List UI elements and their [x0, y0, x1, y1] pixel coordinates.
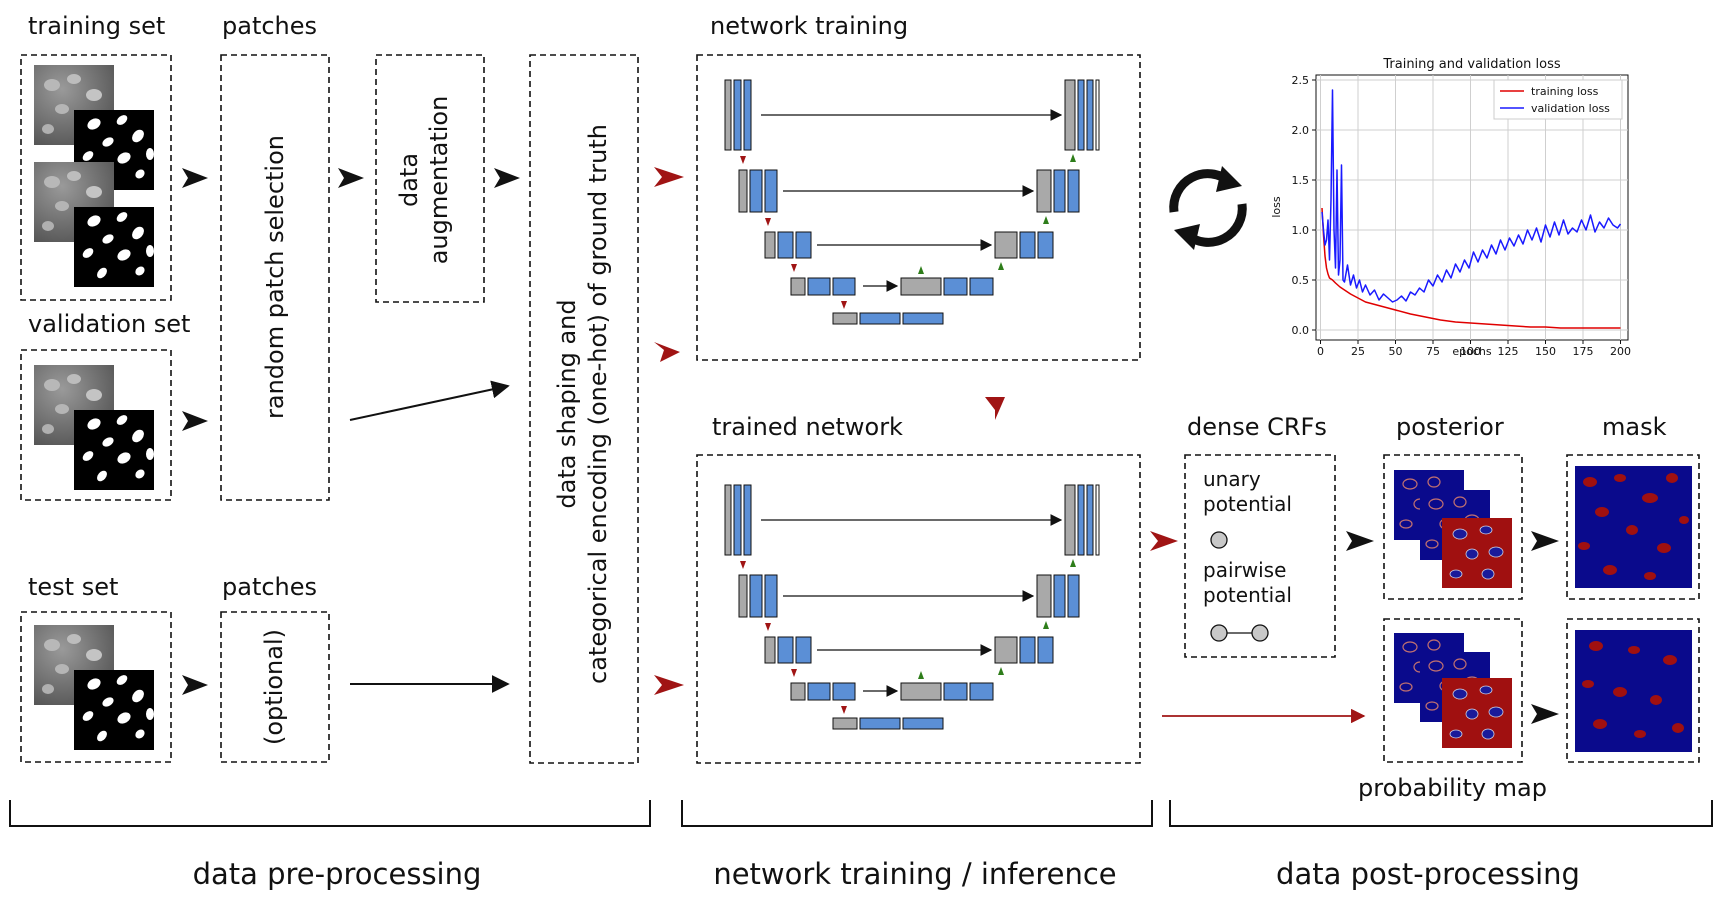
- stage-label-postprocessing: data post-processing: [1276, 857, 1580, 891]
- arrow-augmentation-to-encoding: [494, 168, 520, 188]
- validation-set-label: validation set: [28, 310, 190, 338]
- bracket-postprocessing: [1169, 800, 1713, 827]
- y-axis-label: loss: [1270, 196, 1283, 218]
- unary-potential-text-2: potential: [1203, 492, 1292, 516]
- x-tick-label: 150: [1535, 345, 1556, 358]
- y-tick-label: 0.0: [1292, 324, 1310, 337]
- loss-chart: Training and validation loss 0 25 50 75 100 1…: [1270, 57, 1631, 358]
- x-axis-label: epochs: [1452, 345, 1491, 358]
- test-mask: [74, 670, 154, 750]
- probability-map-3: [1441, 677, 1513, 749]
- series: [1321, 89, 1622, 329]
- stage-label-training: network training / inference: [713, 857, 1116, 891]
- random-patch-selection-text: random patch selection: [261, 135, 289, 419]
- patches-label-bottom: patches: [222, 573, 317, 601]
- arrow-training-to-patches: [182, 168, 208, 188]
- legend-box: [1493, 79, 1623, 120]
- data-shaping-encoding-box: [529, 54, 639, 764]
- x-tick-label: 50: [1389, 345, 1403, 358]
- arrow-test-to-patches: [182, 675, 208, 695]
- data-augmentation-box: [375, 54, 485, 303]
- mask-result-top: [1575, 466, 1692, 588]
- arrow-train-into-network: [654, 167, 684, 187]
- y-tick-label: 2.0: [1292, 124, 1310, 137]
- unet-trained: [725, 485, 1099, 729]
- y-tick-label: 2.5: [1292, 74, 1310, 87]
- training-loss-line: [1321, 207, 1621, 329]
- network-training-box: [696, 54, 1141, 361]
- training-set-label: training set: [28, 12, 165, 40]
- trained-network-box: [696, 454, 1141, 764]
- legend-training-loss: training loss: [1531, 85, 1599, 98]
- mask-result-bottom: [1575, 630, 1692, 752]
- test-set-label: test set: [28, 573, 118, 601]
- training-set-box: [20, 54, 172, 301]
- x-tick-label: 25: [1351, 345, 1365, 358]
- unet-training: [725, 80, 1099, 324]
- arrow-crf-to-posterior: [1346, 531, 1374, 551]
- y-tick-label: 0.5: [1292, 274, 1310, 287]
- stage-label-preprocessing: data pre-processing: [193, 857, 482, 891]
- pairwise-nodes-icon: [1210, 624, 1269, 642]
- validation-set-box: [20, 349, 172, 501]
- bracket-preprocessing: [9, 800, 651, 827]
- refresh-cycle-icon: [1169, 166, 1247, 250]
- mask-label: mask: [1602, 413, 1667, 441]
- mask-box-top: [1566, 454, 1700, 600]
- trained-network-label: trained network: [712, 413, 903, 441]
- encoding-text-1: data shaping and: [553, 299, 581, 508]
- test-set-box: [20, 611, 172, 763]
- validation-mask: [74, 410, 154, 490]
- encoding-text-2: categorical encoding (one-hot) of ground…: [584, 124, 612, 684]
- legend-validation-loss: validation loss: [1531, 102, 1610, 115]
- unary-node-icon: [1210, 531, 1228, 549]
- bracket-training: [681, 800, 1153, 827]
- arrow-validation-to-encoding: [349, 380, 510, 421]
- arrow-probability-to-mask: [1531, 704, 1559, 724]
- network-training-label: network training: [710, 12, 908, 40]
- data-augmentation-text-2: augmentation: [425, 96, 453, 265]
- posterior-label: posterior: [1396, 413, 1504, 441]
- probability-map-label: probability map: [1358, 774, 1547, 802]
- probability-map-box: [1383, 618, 1523, 763]
- y-tick-label: 1.5: [1292, 174, 1310, 187]
- axes: 0 25 50 75 100 125 150 175 200 0.0 0.5 1.0 1.5 2.0 2.5: [1292, 74, 1632, 358]
- optional-patches-box: [220, 611, 330, 763]
- posterior-map-3: [1441, 517, 1513, 589]
- arrow-patches-to-augmentation: [338, 168, 364, 188]
- chart-legend: training loss validation loss: [1493, 79, 1623, 120]
- dense-crfs-label: dense CRFs: [1187, 413, 1327, 441]
- y-tick-label: 1.0: [1292, 224, 1310, 237]
- dense-crf-box: [1184, 454, 1336, 658]
- data-augmentation-text-1: data: [395, 153, 423, 207]
- x-tick-label: 100: [1460, 345, 1481, 358]
- validation-loss-line: [1321, 89, 1622, 303]
- chart-title: Training and validation loss: [1382, 57, 1560, 72]
- x-tick-label: 200: [1610, 345, 1631, 358]
- posterior-box: [1383, 454, 1523, 600]
- arrow-network-to-crf: [1150, 531, 1178, 551]
- pairwise-potential-text-2: potential: [1203, 583, 1292, 607]
- training-mask-2: [74, 207, 154, 287]
- arrow-validation-into-network: [654, 342, 680, 362]
- pairwise-potential-text-1: pairwise: [1203, 558, 1286, 582]
- arrow-test-into-trained-network: [654, 675, 684, 695]
- unary-potential-text-1: unary: [1203, 467, 1261, 491]
- x-tick-label: 125: [1498, 345, 1519, 358]
- mask-box-bottom: [1566, 618, 1700, 763]
- optional-text: (optional): [260, 629, 288, 745]
- random-patch-selection-box: [220, 54, 330, 501]
- arrow-training-to-trained: [985, 397, 1005, 420]
- x-tick-label: 175: [1573, 345, 1594, 358]
- x-tick-label: 0: [1317, 345, 1324, 358]
- patches-label-top: patches: [222, 12, 317, 40]
- arrow-posterior-to-mask: [1531, 531, 1559, 551]
- x-tick-label: 75: [1426, 345, 1440, 358]
- arrow-validation-to-patches: [182, 411, 208, 431]
